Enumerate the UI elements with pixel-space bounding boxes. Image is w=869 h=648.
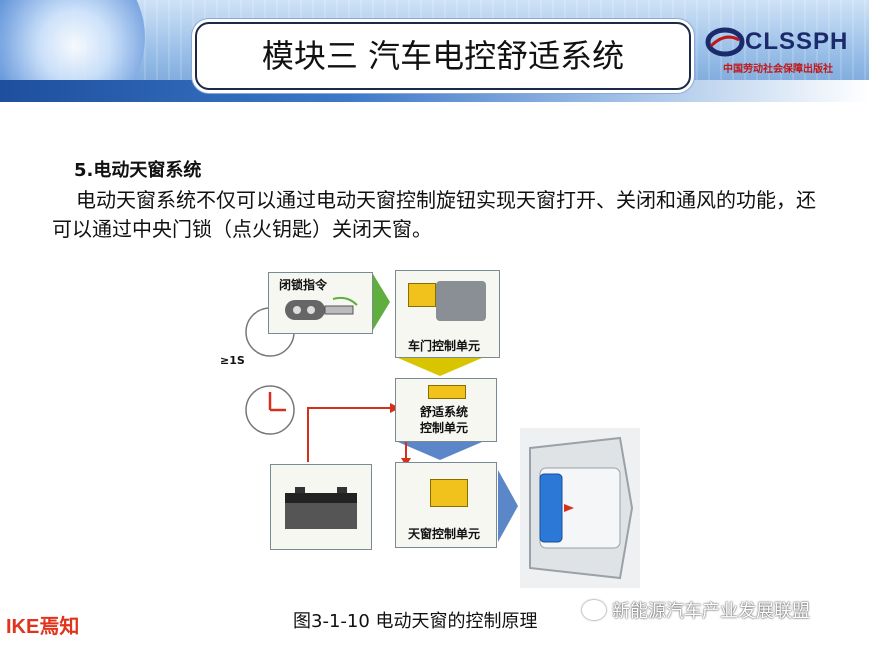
slide-title: 模块三 汽车电控舒适系统: [261, 37, 625, 75]
blue-arrow: [398, 442, 482, 460]
clock-icon-2: [245, 385, 295, 435]
section-paragraph: 电动天窗系统不仅可以通过电动天窗控制旋钮实现天窗打开、关闭和通风的功能，还可以通…: [52, 188, 816, 241]
wechat-icon: [582, 600, 606, 620]
comfort-unit-label-line2: 控制单元: [420, 421, 469, 435]
battery-icon: [285, 487, 357, 529]
header-banner: 模块三 汽车电控舒适系统 CLSSPH 中国劳动社会保障出版社: [0, 0, 869, 102]
yellow-arrow: [398, 358, 482, 376]
publisher-logo-icon: [705, 27, 745, 57]
comfort-unit-module: [428, 385, 466, 399]
door-control-unit-label: 车门控制单元: [408, 339, 481, 353]
time-threshold-label: ≥1S: [220, 354, 245, 367]
red-wire: [307, 407, 390, 462]
car-top-view-image: [520, 428, 640, 588]
brand-logo: IKE焉知: [6, 616, 80, 638]
green-arrow: [373, 274, 390, 330]
car-key-icon: [285, 296, 358, 320]
watermark: 新能源汽车产业发展联盟: [582, 597, 810, 623]
door-lock-mechanism: [436, 281, 486, 321]
publisher-logo-subtitle: 中国劳动社会保障出版社: [723, 64, 833, 75]
watermark-text: 新能源汽车产业发展联盟: [612, 601, 810, 622]
lock-command-label: 闭锁指令: [279, 278, 328, 292]
door-unit-module: [408, 283, 436, 307]
door-control-unit-box: 车门控制单元: [395, 270, 500, 358]
lock-command-box: 闭锁指令: [268, 272, 373, 334]
sunroof-control-diagram: 闭锁指令 ≥1S 车门控制单元 舒适系统 控制单元 天窗控制单元: [220, 262, 640, 592]
figure-caption: 图3-1-10 电动天窗的控制原理: [293, 611, 538, 632]
sunroof-unit-module: [430, 479, 468, 507]
sunroof-control-unit-box: 天窗控制单元: [395, 462, 497, 548]
comfort-unit-label-line1: 舒适系统: [420, 405, 469, 419]
section-heading: 5.电动天窗系统: [74, 160, 202, 181]
battery-box: [270, 464, 372, 550]
blue-arrow-right: [498, 470, 518, 542]
publisher-logo-text: CLSSPH: [745, 28, 849, 55]
title-box: 模块三 汽车电控舒适系统: [195, 22, 691, 90]
comfort-control-unit-box: 舒适系统 控制单元: [395, 378, 497, 442]
sunroof-control-unit-label: 天窗控制单元: [408, 527, 481, 541]
publisher-logo: CLSSPH 中国劳动社会保障出版社: [705, 20, 865, 80]
